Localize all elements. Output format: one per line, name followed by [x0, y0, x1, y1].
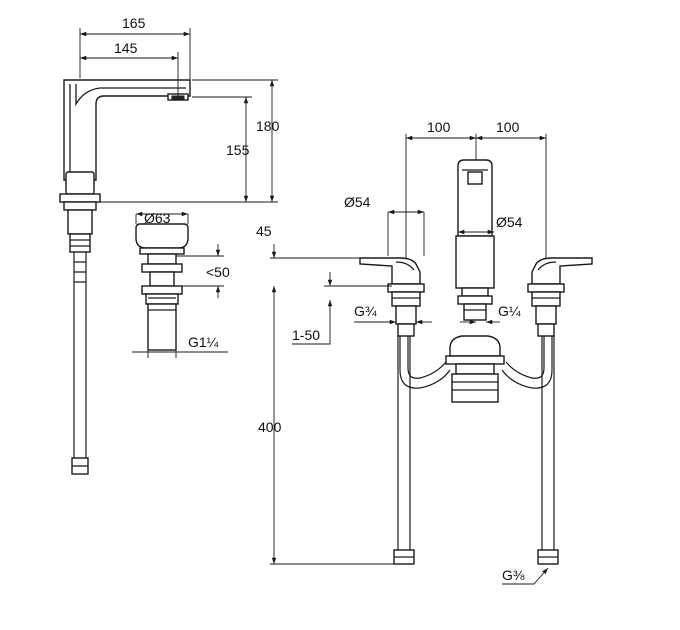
- dim-spout-rose-diameter: Ø54: [496, 214, 523, 230]
- dimension-lines: [79, 28, 549, 585]
- right-handle: [527, 257, 593, 337]
- supply-hoses: [393, 336, 559, 565]
- dim-hose-connection: G⅜: [502, 567, 525, 583]
- drain-head: [135, 223, 189, 249]
- dim-handle-height: 45: [256, 223, 272, 239]
- dim-deck-thickness: 1-50: [292, 327, 320, 343]
- connecting-hoses: [399, 336, 553, 389]
- dim-spout-thread: G¼: [498, 303, 521, 319]
- mixing-valve: [445, 335, 505, 403]
- dim-handle-rose-diameter: Ø54: [344, 194, 371, 210]
- spout-side-view: [59, 79, 191, 475]
- spout-front: [455, 159, 495, 321]
- dim-spout-reach: 145: [114, 40, 138, 56]
- spout-body: [63, 79, 191, 181]
- dim-spout-total-reach: 165: [122, 15, 146, 31]
- dim-handle-offset-left: 100: [427, 119, 451, 135]
- pop-up-drain-view: [135, 223, 189, 351]
- dimension-labels: 165 145 180 155 Ø63 <50 G1¼ 100 100 Ø54 …: [114, 15, 525, 583]
- drain-thread-body: [147, 303, 177, 351]
- dim-drain-max-thickness: <50: [206, 264, 230, 280]
- dim-handle-thread: G¾: [354, 303, 377, 319]
- front-view: [359, 159, 593, 565]
- dim-drain-head-diameter: Ø63: [144, 210, 171, 226]
- left-handle: [359, 257, 425, 337]
- dim-spout-total-height: 180: [256, 118, 280, 134]
- dim-drain-thread: G1¼: [188, 334, 219, 350]
- spout-supply-hose: [73, 252, 87, 462]
- dim-handle-offset-right: 100: [496, 119, 520, 135]
- dim-hose-length: 400: [258, 419, 282, 435]
- dim-spout-outlet-height: 155: [226, 142, 250, 158]
